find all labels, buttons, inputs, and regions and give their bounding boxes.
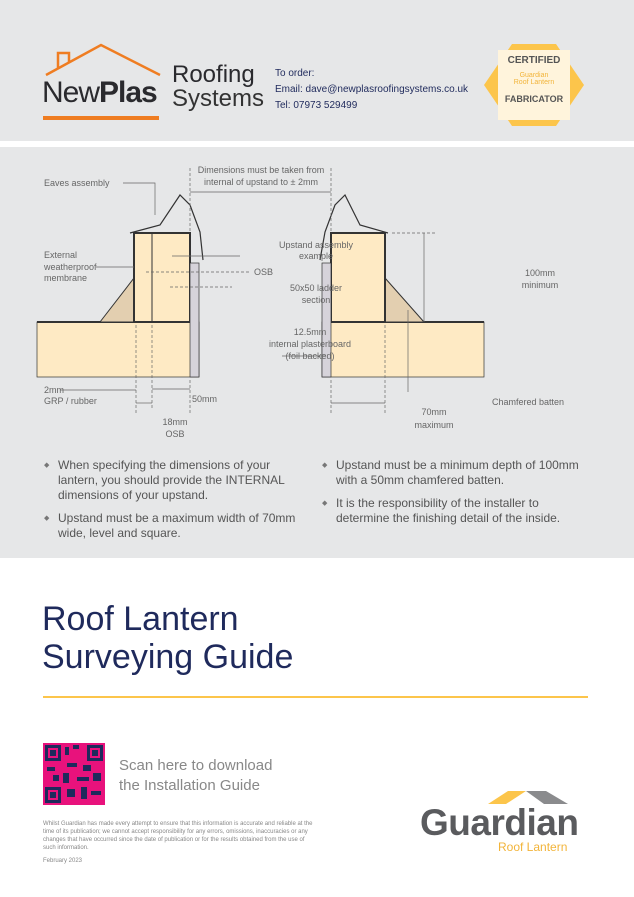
left-plasterboard <box>189 262 200 378</box>
contact-tel[interactable]: Tel: 07973 529499 <box>275 100 358 111</box>
house-roof-icon <box>45 43 161 77</box>
notes-right: Upstand must be a minimum depth of 100mm… <box>322 458 584 534</box>
guardian-logo-sub: Roof Lantern <box>498 840 568 854</box>
contact-heading: To order: <box>275 68 315 79</box>
logo-underline <box>43 116 159 120</box>
contact-block: To order: Email: dave@newplasroofingsyst… <box>275 66 468 114</box>
note-item: When specifying the dimensions of your l… <box>44 458 306 503</box>
qr-caption: Scan here to download the Installation G… <box>119 756 272 796</box>
note-item: It is the responsibility of the installe… <box>322 496 584 526</box>
page-title: Roof Lantern Surveying Guide <box>42 600 293 676</box>
guardian-roof-icon <box>488 791 568 804</box>
right-upstand <box>330 232 386 323</box>
label-osb: OSB <box>254 267 273 277</box>
label-grp-1: 2mm <box>44 385 64 395</box>
right-roof-slab <box>321 321 485 378</box>
label-70mm: 70mm <box>421 407 446 417</box>
contact-email[interactable]: Email: dave@newplasroofingsystems.co.uk <box>275 84 469 95</box>
label-upstand-2: example <box>299 251 333 261</box>
badge-text: CERTIFIED Guardian Roof Lantern FABRICAT… <box>504 55 564 104</box>
label-100mm-minimum: minimum <box>522 280 559 290</box>
label-ladder-2: section <box>302 295 331 305</box>
label-chamfered-batten: Chamfered batten <box>492 397 564 407</box>
label-membrane-3: membrane <box>44 273 87 283</box>
title-line1: Roof Lantern <box>42 600 239 638</box>
label-50mm: 50mm <box>192 394 217 404</box>
right-chamfered-batten <box>384 276 426 323</box>
label-18mm: 18mm <box>162 417 187 427</box>
dims-note-line2: internal of upstand to ± 2mm <box>204 177 318 187</box>
left-upstand <box>133 232 191 323</box>
label-ladder-1: 50x50 ladder <box>290 283 342 293</box>
label-plaster-2: internal plasterboard <box>269 339 351 349</box>
label-plaster-1: 12.5mm <box>294 327 327 337</box>
publication-date: February 2023 <box>43 858 83 864</box>
left-chamfered-batten <box>98 276 135 323</box>
left-eaves-profile <box>129 194 204 261</box>
logo-roofing: Roofing <box>172 61 255 88</box>
dims-note-line1: Dimensions must be taken from <box>198 165 325 175</box>
notes-left: When specifying the dimensions of your l… <box>44 458 306 549</box>
label-70mm-maximum: maximum <box>414 420 453 430</box>
right-eaves-profile <box>319 193 389 261</box>
header: NewPlas Roofing Systems To order: Email:… <box>0 0 634 141</box>
disclaimer: Whilst Guardian has made every attempt t… <box>43 821 313 851</box>
qr-caption-line1: Scan here to download <box>119 757 273 774</box>
note-item: Upstand must be a minimum depth of 100mm… <box>322 458 584 488</box>
label-100mm: 100mm <box>525 268 555 278</box>
label-membrane-2: weatherproof <box>43 262 97 272</box>
label-upstand-1: Upstand assembly <box>279 240 354 250</box>
newplas-logo: NewPlas <box>42 76 158 109</box>
label-grp-2: GRP / rubber <box>44 396 97 406</box>
right-plasterboard <box>321 262 332 378</box>
label-membrane-1: External <box>44 250 77 260</box>
label-plaster-3: (foil backed) <box>285 351 334 361</box>
upstand-diagram: Dimensions must be taken from internal o… <box>36 165 564 439</box>
note-item: Upstand must be a maximum width of 70mm … <box>44 511 306 541</box>
qr-code[interactable] <box>43 743 105 805</box>
certified-badge <box>484 44 584 126</box>
left-roof-slab <box>36 321 200 378</box>
title-divider <box>43 696 588 698</box>
logo-systems: Systems <box>172 85 265 112</box>
label-eaves: Eaves assembly <box>44 178 110 188</box>
label-18mm-osb: OSB <box>165 429 184 439</box>
qr-caption-line2: the Installation Guide <box>119 777 260 794</box>
guardian-logo: Guardian <box>420 802 579 843</box>
title-line2: Surveying Guide <box>42 638 294 676</box>
